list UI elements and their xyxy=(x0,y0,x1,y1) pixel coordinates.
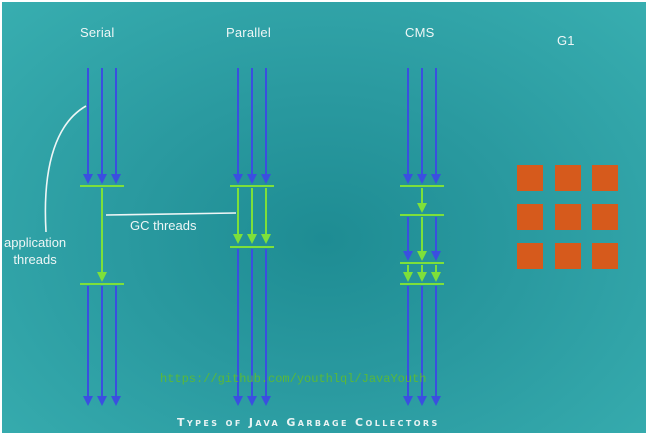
cms-app-threads-bottom xyxy=(403,286,441,406)
parallel-gc-threads xyxy=(233,188,271,244)
parallel-label: Parallel xyxy=(226,25,271,40)
gc-threads-label: GC threads xyxy=(130,218,197,233)
g1-regions xyxy=(517,165,618,269)
serial-app-threads-top xyxy=(83,68,121,184)
g1-region xyxy=(555,204,581,230)
g1-region xyxy=(517,243,543,269)
g1-region xyxy=(517,204,543,230)
watermark-url: https://github.com/youthlql/JavaYouth xyxy=(160,372,427,386)
application-threads-pointer xyxy=(44,105,87,233)
gc-threads-pointer xyxy=(105,212,237,216)
serial-app-threads-bottom xyxy=(83,286,121,406)
cms-label: CMS xyxy=(405,25,435,40)
cms-app-threads-top xyxy=(403,68,441,184)
cms-remark-threads xyxy=(403,265,441,282)
parallel-collector xyxy=(230,68,274,406)
serial-label: Serial xyxy=(80,25,115,40)
parallel-app-threads-top xyxy=(233,68,271,184)
serial-collector xyxy=(80,68,124,406)
g1-region xyxy=(555,165,581,191)
g1-region xyxy=(592,165,618,191)
g1-region xyxy=(592,243,618,269)
cms-concurrent-phase xyxy=(403,217,441,261)
g1-region xyxy=(517,165,543,191)
application-threads-label: application threads xyxy=(4,234,66,268)
g1-region xyxy=(592,204,618,230)
diagram-caption: Types of Java Garbage Collectors xyxy=(177,416,440,429)
g1-label: G1 xyxy=(557,33,575,48)
g1-region xyxy=(555,243,581,269)
cms-collector xyxy=(400,68,444,406)
application-threads-label-line2: threads xyxy=(13,252,57,267)
parallel-app-threads-bottom xyxy=(233,249,271,406)
application-threads-label-line1: application xyxy=(4,235,67,250)
